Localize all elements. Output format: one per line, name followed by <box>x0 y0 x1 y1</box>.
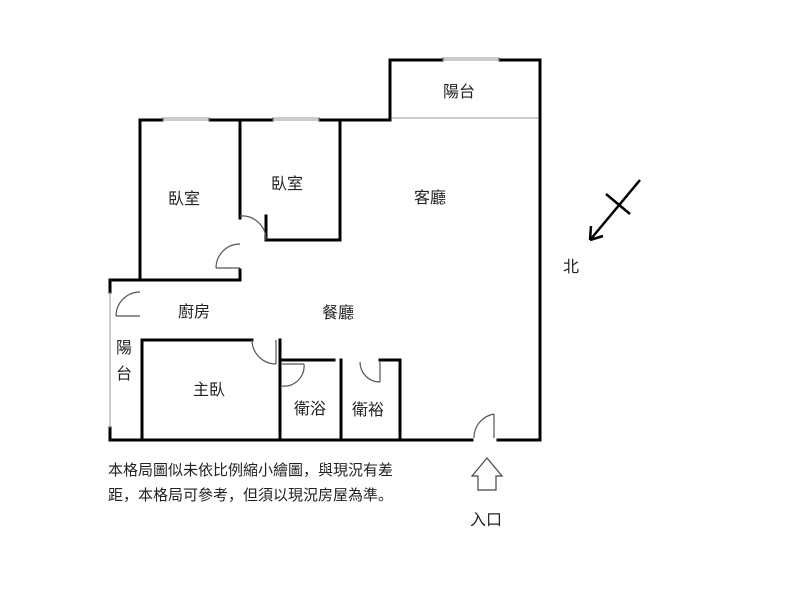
window-top-left <box>162 117 210 121</box>
disclaimer-line-2: 距，本格局可參考，但須以現況房屋為準。 <box>108 486 394 504</box>
window-balcony <box>442 57 500 61</box>
door-master <box>251 339 277 365</box>
walls <box>108 58 542 442</box>
wall-balcony-top <box>388 58 542 122</box>
doors <box>115 215 495 439</box>
compass-north-label: 北 <box>563 257 580 276</box>
wall-master-top <box>140 338 254 442</box>
wall-bedroom-divider <box>138 118 242 282</box>
door-bedroom2 <box>239 215 267 241</box>
label-balcony-top: 陽台 <box>443 82 475 101</box>
entrance-label: 入口 <box>470 510 503 529</box>
wall-bath-top <box>278 358 402 442</box>
wall-right <box>496 118 542 442</box>
label-bedroom-2: 臥室 <box>271 174 303 193</box>
label-bedroom-1: 臥室 <box>168 189 200 208</box>
door-bath1 <box>281 363 305 387</box>
door-bedroom1 <box>215 243 241 269</box>
label-dining-room: 餐廳 <box>322 303 354 322</box>
label-balcony-left-top: 陽 <box>116 338 132 357</box>
label-living-room: 客廳 <box>414 188 446 207</box>
label-kitchen: 廚房 <box>178 302 210 321</box>
door-bath2 <box>359 361 381 383</box>
label-master-bedroom: 主臥 <box>193 380 225 399</box>
compass <box>588 179 641 242</box>
label-bathroom-2: 衛裕 <box>352 400 384 419</box>
label-bathroom-1: 衛浴 <box>294 399 326 418</box>
compass-crossbar <box>605 193 631 215</box>
window-top-mid <box>272 117 320 121</box>
label-balcony-left-bottom: 台 <box>116 364 132 383</box>
wall-bedroom2-bottom <box>264 118 342 242</box>
door-kitchen <box>115 291 141 317</box>
disclaimer: 本格局圖似未依比例縮小繪圖，與現況有差 距，本格局可參考，但須以現況房屋為準。 <box>108 458 468 508</box>
windows <box>109 57 538 428</box>
door-entrance <box>473 413 495 439</box>
disclaimer-line-1: 本格局圖似未依比例縮小繪圖，與現況有差 <box>108 461 394 479</box>
wall-outer-left <box>108 118 474 442</box>
compass-arrow <box>588 179 641 242</box>
entrance-arrow-icon <box>470 457 504 491</box>
